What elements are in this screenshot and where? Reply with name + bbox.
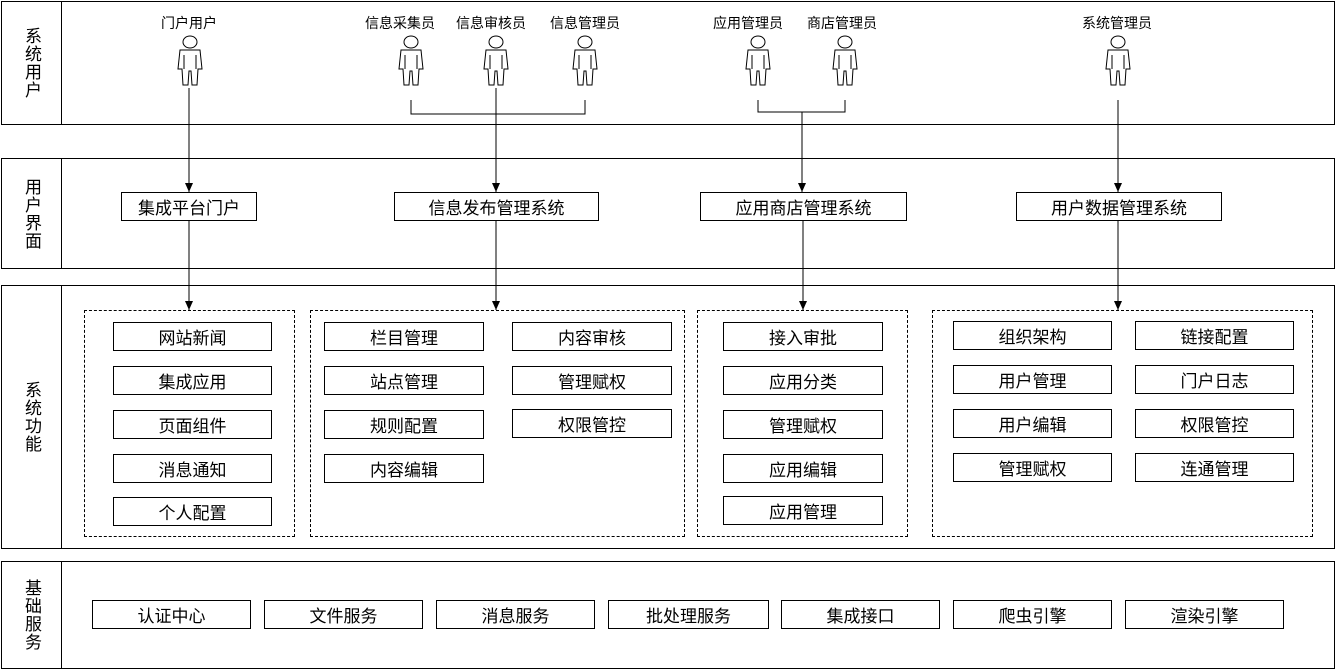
service-item: 集成接口 bbox=[781, 600, 940, 629]
service-item: 文件服务 bbox=[264, 600, 423, 629]
band-base-services: 基础服务 bbox=[1, 561, 1335, 669]
function-item: 内容编辑 bbox=[324, 454, 484, 483]
function-item: 权限管控 bbox=[1135, 409, 1294, 438]
function-item: 用户编辑 bbox=[953, 409, 1112, 438]
service-item: 认证中心 bbox=[92, 600, 251, 629]
interface-app-store: 应用商店管理系统 bbox=[700, 192, 907, 221]
person-icon bbox=[830, 35, 860, 87]
function-group-portal bbox=[84, 310, 295, 537]
user-label-sys-admin: 系统管理员 bbox=[1082, 16, 1152, 32]
band-label-users: 系统用户 bbox=[2, 2, 62, 124]
band-title-ui: 用户界面 bbox=[21, 177, 41, 250]
person-icon bbox=[1103, 35, 1133, 87]
function-item: 网站新闻 bbox=[113, 322, 272, 351]
band-label-ui: 用户界面 bbox=[2, 159, 62, 268]
service-item: 爬虫引擎 bbox=[953, 600, 1112, 629]
function-item: 栏目管理 bbox=[324, 322, 484, 351]
user-label-store-admin: 商店管理员 bbox=[807, 16, 877, 32]
band-title-func: 系统功能 bbox=[21, 381, 41, 453]
person-icon bbox=[481, 35, 511, 87]
service-item: 消息服务 bbox=[436, 600, 595, 629]
function-item: 页面组件 bbox=[113, 410, 272, 439]
user-label-app-admin: 应用管理员 bbox=[713, 16, 783, 32]
function-item: 连通管理 bbox=[1135, 453, 1294, 482]
function-item: 个人配置 bbox=[113, 497, 272, 526]
band-title-users: 系统用户 bbox=[21, 27, 41, 99]
user-label-info-admin: 信息管理员 bbox=[550, 16, 620, 32]
service-item: 渲染引擎 bbox=[1125, 600, 1284, 629]
band-system-users: 系统用户 bbox=[1, 1, 1335, 125]
person-icon bbox=[396, 35, 426, 87]
interface-info-publish: 信息发布管理系统 bbox=[394, 192, 599, 221]
band-label-base: 基础服务 bbox=[2, 562, 62, 668]
function-item: 接入审批 bbox=[723, 322, 883, 351]
function-item: 应用分类 bbox=[723, 366, 883, 395]
function-item: 管理赋权 bbox=[953, 453, 1112, 482]
function-item: 权限管控 bbox=[512, 409, 672, 438]
function-group-info bbox=[310, 310, 685, 537]
user-label-collector: 信息采集员 bbox=[365, 16, 435, 32]
band-system-functions: 系统功能 bbox=[1, 285, 1335, 549]
person-icon bbox=[570, 35, 600, 87]
function-item: 管理赋权 bbox=[723, 410, 883, 439]
function-item: 集成应用 bbox=[113, 366, 272, 395]
user-label-reviewer: 信息审核员 bbox=[456, 16, 526, 32]
user-label-portal: 门户用户 bbox=[161, 16, 217, 32]
function-item: 站点管理 bbox=[324, 366, 484, 395]
band-user-interface: 用户界面 bbox=[1, 158, 1335, 269]
function-item: 应用管理 bbox=[723, 496, 883, 525]
interface-user-data: 用户数据管理系统 bbox=[1016, 192, 1222, 221]
function-item: 管理赋权 bbox=[512, 366, 672, 395]
function-group-user-data bbox=[932, 310, 1313, 537]
function-item: 应用编辑 bbox=[723, 454, 883, 483]
function-item: 用户管理 bbox=[953, 365, 1112, 394]
function-item: 消息通知 bbox=[113, 454, 272, 483]
function-item: 组织架构 bbox=[953, 321, 1112, 350]
person-icon bbox=[743, 35, 773, 87]
function-item: 规则配置 bbox=[324, 410, 484, 439]
band-label-func: 系统功能 bbox=[2, 286, 62, 548]
person-icon bbox=[175, 35, 205, 87]
function-group-store bbox=[697, 310, 908, 537]
band-title-base: 基础服务 bbox=[21, 579, 41, 651]
interface-portal: 集成平台门户 bbox=[121, 192, 257, 221]
function-item: 链接配置 bbox=[1135, 321, 1294, 350]
function-item: 门户日志 bbox=[1135, 365, 1294, 394]
function-item: 内容审核 bbox=[512, 322, 672, 351]
service-item: 批处理服务 bbox=[608, 600, 769, 629]
